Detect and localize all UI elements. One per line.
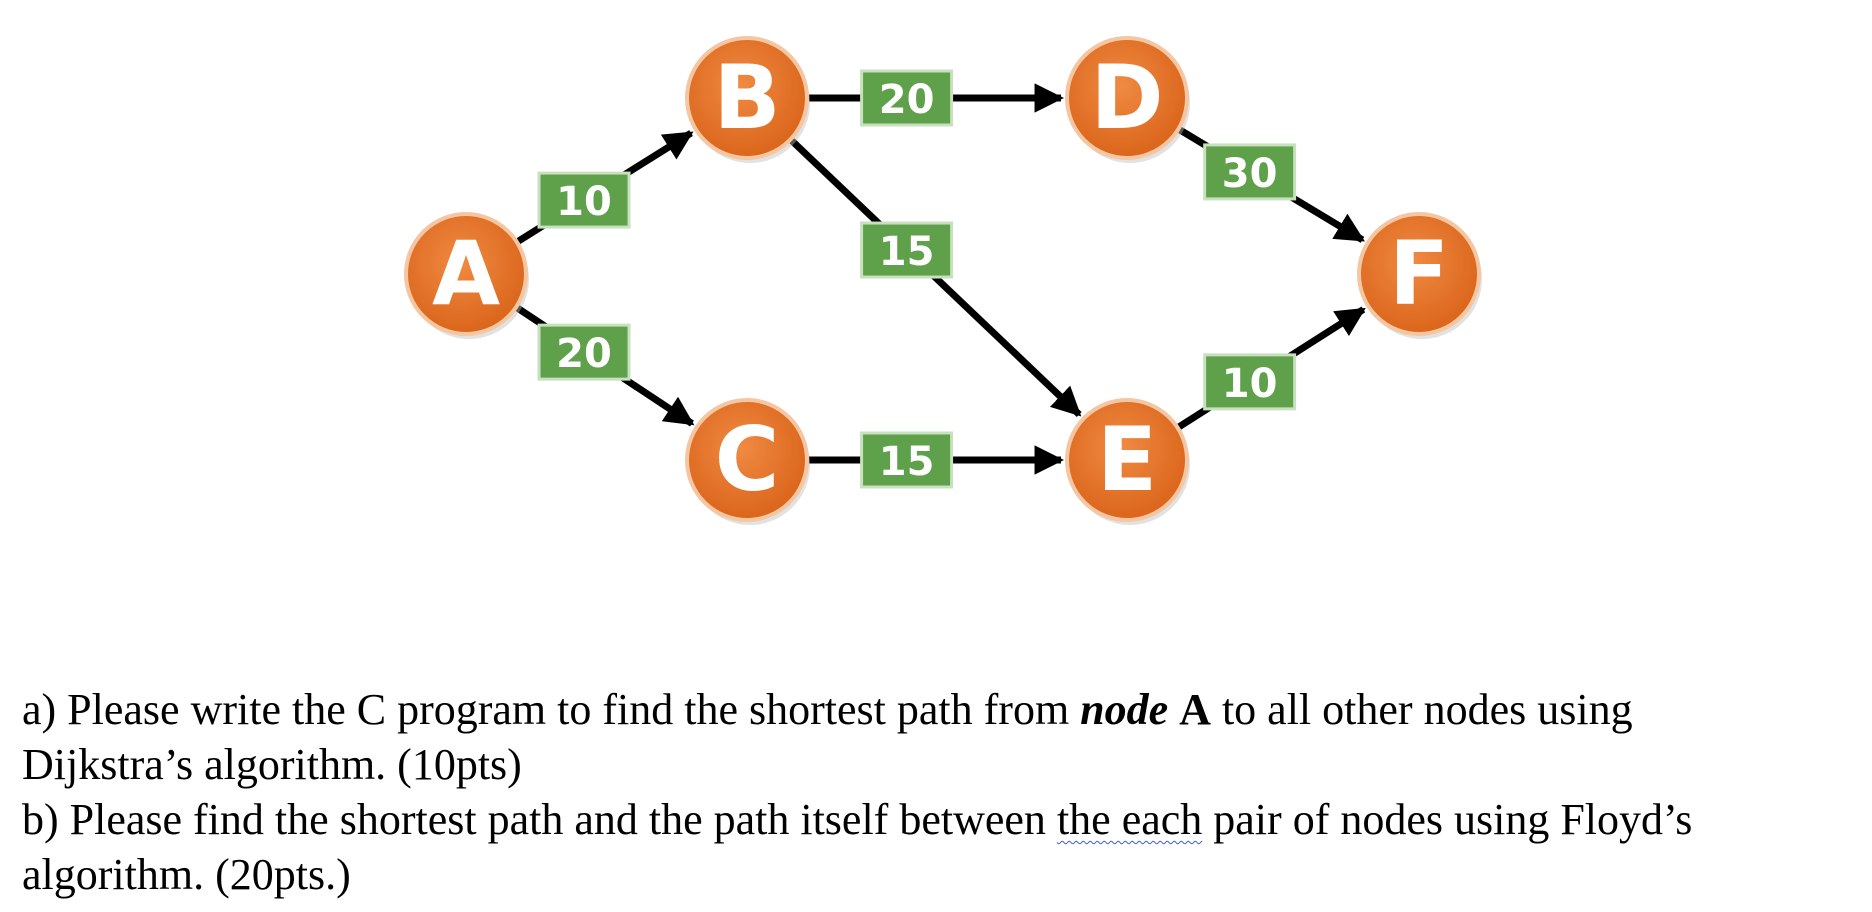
weight-box — [1203, 353, 1297, 411]
node-label: E — [1097, 408, 1157, 511]
node-circle — [685, 36, 809, 160]
directed-weighted-graph: 10 20 20 15 15 30 10 A B C D E F — [404, 36, 1482, 525]
weights-layer: 10 20 20 15 15 30 10 — [537, 69, 1297, 489]
source-node-name: A — [1179, 685, 1211, 734]
node-circle — [1065, 36, 1189, 160]
node-label: D — [1090, 46, 1163, 149]
weight-label: 30 — [1222, 151, 1278, 197]
weight-label: 15 — [879, 439, 935, 485]
edge-weight-A-B: 10 — [537, 171, 631, 229]
node-C: C — [685, 398, 810, 525]
part-a-line-2: Dijkstra’s algorithm. (10pts) — [22, 740, 522, 789]
node-label: B — [713, 46, 780, 149]
edge-weight-A-C: 20 — [537, 323, 631, 381]
node-E: E — [1065, 398, 1190, 525]
weight-box — [860, 431, 954, 489]
part-b-line-1: b) Please find the shortest path and the… — [22, 795, 1693, 844]
node-circle — [685, 398, 809, 522]
node-word: node — [1080, 685, 1169, 734]
node-label: F — [1389, 222, 1449, 325]
part-a-line-1: a) Please write the C program to find th… — [22, 685, 1633, 734]
node-A: A — [404, 212, 529, 339]
question-text: a) Please write the C program to find th… — [22, 682, 1862, 902]
nodes-layer: A B C D E F — [404, 36, 1482, 525]
edge-weight-C-E: 15 — [860, 431, 954, 489]
grammar-flagged-text: the each — [1056, 795, 1203, 844]
weight-label: 20 — [556, 331, 612, 377]
node-D: D — [1065, 36, 1190, 163]
weight-box — [537, 323, 631, 381]
weight-box — [1203, 143, 1297, 201]
weight-label: 10 — [1222, 361, 1278, 407]
edge-weight-E-F: 10 — [1203, 353, 1297, 411]
weight-label: 10 — [556, 179, 612, 225]
node-label: A — [432, 222, 500, 325]
node-circle — [1357, 212, 1481, 336]
weight-label: 20 — [879, 77, 935, 123]
node-B: B — [685, 36, 810, 163]
weight-label: 15 — [879, 229, 935, 275]
weight-box — [537, 171, 631, 229]
weight-box — [860, 221, 954, 279]
edge-weight-B-E: 15 — [860, 221, 954, 279]
node-F: F — [1357, 212, 1482, 339]
node-circle — [1065, 398, 1189, 522]
edge-weight-B-D: 20 — [860, 69, 954, 127]
node-label: C — [715, 408, 780, 511]
weight-box — [860, 69, 954, 127]
edge-weight-D-F: 30 — [1203, 143, 1297, 201]
node-circle — [404, 212, 528, 336]
part-b-line-2: algorithm. (20pts.) — [22, 850, 351, 899]
